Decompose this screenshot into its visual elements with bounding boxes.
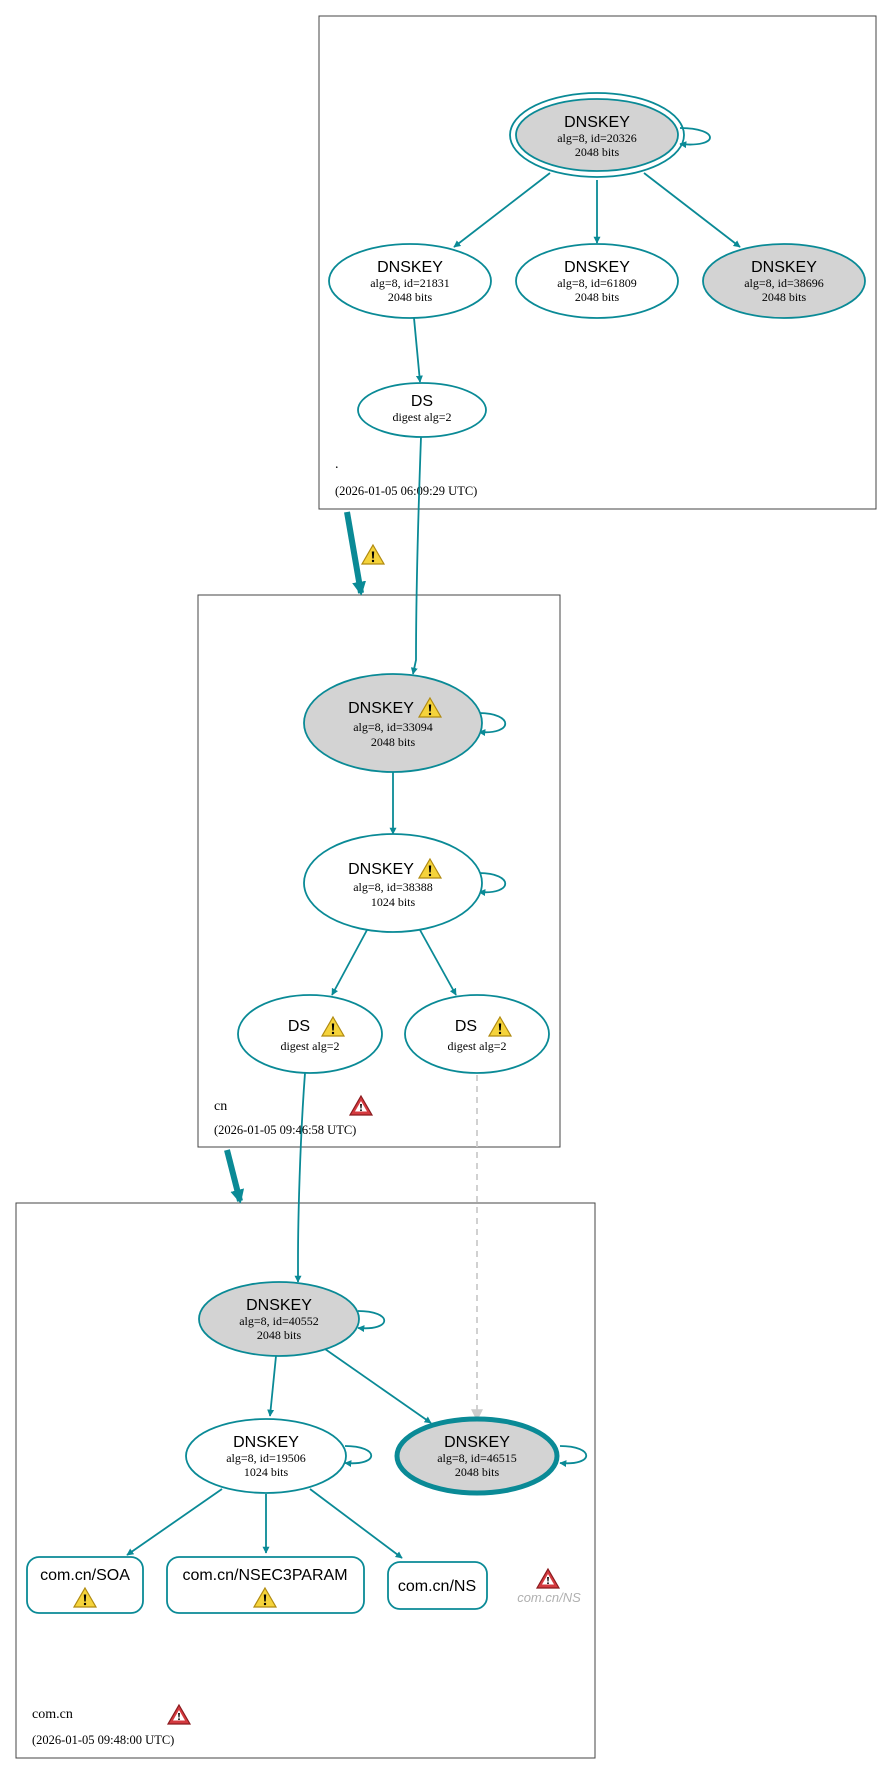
node-comcn-ksk-line2: 2048 bits [257, 1328, 302, 1342]
edge-comcn-ksk-self [357, 1310, 386, 1333]
node-comcn-ksk-line1: alg=8, id=40552 [239, 1314, 319, 1328]
node-comcn-zsk-line1: alg=8, id=19506 [226, 1451, 306, 1465]
edge-cn-ksk-self [478, 712, 507, 737]
node-cn-ds2-line1: digest alg=2 [447, 1039, 506, 1053]
edge-comcn-ksk-to-zsk [267, 1355, 277, 1417]
node-cn-zsk-line1: alg=8, id=38388 [353, 880, 433, 894]
node-cn-ksk-line2: 2048 bits [371, 735, 416, 749]
zone-root-name: . [335, 457, 339, 472]
delegation-arrow-root-to-cn [344, 511, 366, 596]
node-root-zsk2-title: DNSKEY [564, 259, 630, 276]
node-root-ksk[interactable]: DNSKEY alg=8, id=20326 2048 bits [509, 92, 685, 178]
node-root-zsk2[interactable]: DNSKEY alg=8, id=61809 2048 bits [515, 243, 679, 319]
zone-comcn-timestamp: (2026-01-05 09:48:00 UTC) [32, 1733, 174, 1747]
node-root-ds-line1: digest alg=2 [392, 410, 451, 424]
zone-comcn-box [15, 1202, 596, 1759]
node-cn-ds2[interactable]: DS digest alg=2 [404, 994, 550, 1074]
node-root-zsk1-line2: 2048 bits [388, 290, 433, 304]
node-comcn-sep-line2: 2048 bits [455, 1465, 500, 1479]
node-comcn-sep-title: DNSKEY [444, 1434, 510, 1451]
node-cn-ksk-title: DNSKEY [348, 700, 414, 717]
rrset-nsec3param[interactable]: com.cn/NSEC3PARAM [166, 1556, 365, 1614]
zone-cn-error-icon [349, 1095, 373, 1116]
node-comcn-ksk[interactable]: DNSKEY alg=8, id=40552 2048 bits [198, 1281, 360, 1357]
node-root-ds[interactable]: DS digest alg=2 [357, 382, 487, 438]
zone-cn-box [197, 594, 561, 1148]
node-cn-ksk-line1: alg=8, id=33094 [353, 720, 433, 734]
node-comcn-zsk-line2: 1024 bits [244, 1465, 289, 1479]
zone-cn-name: cn [214, 1099, 227, 1114]
node-cn-ds1-line1: digest alg=2 [280, 1039, 339, 1053]
zone-comcn-name: com.cn [32, 1707, 73, 1722]
node-cn-zsk-line2: 1024 bits [371, 895, 416, 909]
rrset-nsec3param-label: com.cn/NSEC3PARAM [182, 1567, 347, 1584]
delegation-arrow-cn-to-comcn [224, 1149, 245, 1204]
zone-cn-timestamp: (2026-01-05 09:46:58 UTC) [214, 1123, 356, 1137]
zone-comcn-error-icon [167, 1704, 191, 1725]
node-cn-ds1[interactable]: DS digest alg=2 [237, 994, 383, 1074]
node-root-zsk2-line2: 2048 bits [575, 290, 620, 304]
edge-cn-zsk-to-ds1 [331, 929, 368, 996]
rrset-ns[interactable]: com.cn/NS [387, 1561, 488, 1610]
rrset-ns-ghost[interactable]: com.cn/NS [517, 1568, 581, 1605]
delegation-root-cn-warning-icon [361, 544, 385, 565]
zone-root-timestamp: (2026-01-05 06:09:29 UTC) [335, 484, 477, 498]
node-root-zsk1-title: DNSKEY [377, 259, 443, 276]
edge-root-ksk-self [679, 127, 711, 149]
node-comcn-sep-line1: alg=8, id=46515 [437, 1451, 517, 1465]
node-cn-zsk[interactable]: DNSKEY alg=8, id=38388 1024 bits [303, 833, 483, 933]
zone-root-box [318, 15, 877, 510]
node-comcn-zsk[interactable]: DNSKEY alg=8, id=19506 1024 bits [185, 1418, 347, 1494]
node-comcn-sep[interactable]: DNSKEY alg=8, id=46515 2048 bits [394, 1416, 560, 1496]
node-cn-ds2-title: DS [455, 1018, 477, 1035]
rrset-soa[interactable]: com.cn/SOA [26, 1556, 144, 1614]
edge-comcn-zsk-to-soa [126, 1488, 223, 1556]
edge-cn-ds1-to-comcn-ksk [294, 1072, 306, 1283]
node-cn-ksk[interactable]: DNSKEY alg=8, id=33094 2048 bits [303, 673, 483, 773]
edge-root-ds-to-cn-ksk [410, 436, 422, 675]
edge-root-ksk-to-zsk3 [643, 172, 741, 248]
edge-cn-zsk-self [478, 872, 507, 897]
edge-comcn-zsk-to-ns [309, 1488, 403, 1559]
rrset-ns-ghost-error-icon [536, 1568, 560, 1589]
edge-comcn-zsk-self [344, 1445, 373, 1468]
node-cn-zsk-title: DNSKEY [348, 861, 414, 878]
edge-comcn-sep-self [559, 1445, 588, 1468]
edge-cn-zsk-to-ds2 [419, 929, 457, 996]
node-root-ksk-line1: alg=8, id=20326 [557, 131, 637, 145]
edge-root-zsk1-to-ds [413, 317, 423, 383]
node-root-zsk3-line2: 2048 bits [762, 290, 807, 304]
node-root-zsk3-line1: alg=8, id=38696 [744, 276, 824, 290]
node-comcn-ksk-title: DNSKEY [246, 1297, 312, 1314]
node-root-zsk2-line1: alg=8, id=61809 [557, 276, 637, 290]
edge-root-ksk-to-zsk1 [453, 172, 551, 248]
node-root-ds-title: DS [411, 393, 433, 410]
node-cn-ds1-title: DS [288, 1018, 310, 1035]
node-comcn-zsk-title: DNSKEY [233, 1434, 299, 1451]
rrset-ns-ghost-label: com.cn/NS [517, 1590, 581, 1605]
rrset-ns-label: com.cn/NS [398, 1578, 476, 1595]
node-root-zsk1[interactable]: DNSKEY alg=8, id=21831 2048 bits [328, 243, 492, 319]
node-root-zsk3[interactable]: DNSKEY alg=8, id=38696 2048 bits [702, 243, 866, 319]
rrset-soa-label: com.cn/SOA [40, 1567, 130, 1584]
node-root-ksk-title: DNSKEY [564, 114, 630, 131]
edge-comcn-ksk-to-sep [324, 1348, 432, 1424]
node-root-zsk1-line1: alg=8, id=21831 [370, 276, 450, 290]
node-root-zsk3-title: DNSKEY [751, 259, 817, 276]
node-root-ksk-line2: 2048 bits [575, 145, 620, 159]
